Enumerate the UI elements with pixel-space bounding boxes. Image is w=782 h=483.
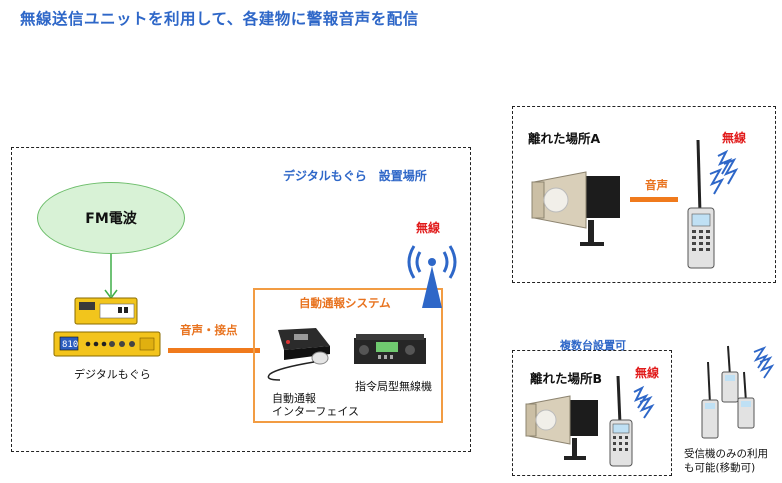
receiver-note-line2: も可能(移動可): [684, 462, 756, 474]
auto-system-box: [253, 288, 443, 423]
handheld-radio-a-icon: [687, 139, 739, 269]
receiver-radios-icon: [701, 345, 775, 439]
main-wireless-label: 無線: [416, 221, 441, 235]
digital-mogura-caption: デジタルもぐら: [74, 368, 151, 381]
antenna-icon: [407, 245, 457, 308]
radio-caption: 指令局型無線機: [355, 380, 432, 393]
audio-contact-label: 音声・接点: [180, 323, 238, 337]
remote-site-b-area: [512, 350, 672, 476]
speaker-b-icon: [525, 395, 598, 460]
svg-text:810: 810: [62, 340, 78, 350]
speaker-a-icon: [531, 171, 620, 246]
interface-device: [267, 328, 330, 381]
interface-caption-1: 自動通報: [272, 392, 316, 405]
fm-wave-bubble: FM電波: [37, 182, 185, 254]
page-title: 無線送信ユニットを利用して、各建物に警報音声を配信: [20, 10, 419, 28]
fm-wave-label: FM電波: [85, 211, 137, 227]
remote-site-a-area: [512, 106, 776, 283]
remote-a-audio-link: [630, 197, 678, 202]
audio-contact-link: [168, 348, 260, 353]
main-site-area: [11, 147, 471, 452]
remote-a-audio-label: 音声: [645, 178, 668, 192]
base-radio-device: [354, 334, 426, 364]
remote-a-label: 離れた場所A: [528, 131, 601, 146]
remote-a-wireless-label: 無線: [722, 131, 747, 145]
multi-install-note: 複数台設置可: [560, 339, 626, 352]
interface-caption-2: インターフェイス: [272, 405, 360, 418]
handheld-radio-b-icon: [609, 375, 655, 467]
main-site-label: デジタルもぐら 設置場所: [283, 169, 427, 183]
remote-b-label: 離れた場所B: [530, 371, 603, 386]
remote-b-wireless-label: 無線: [635, 366, 660, 380]
auto-system-label: 自動通報システム: [299, 296, 391, 310]
receiver-note-line1: 受信機のみの利用: [684, 448, 768, 460]
digital-mogura-device: 810: [53, 297, 161, 357]
